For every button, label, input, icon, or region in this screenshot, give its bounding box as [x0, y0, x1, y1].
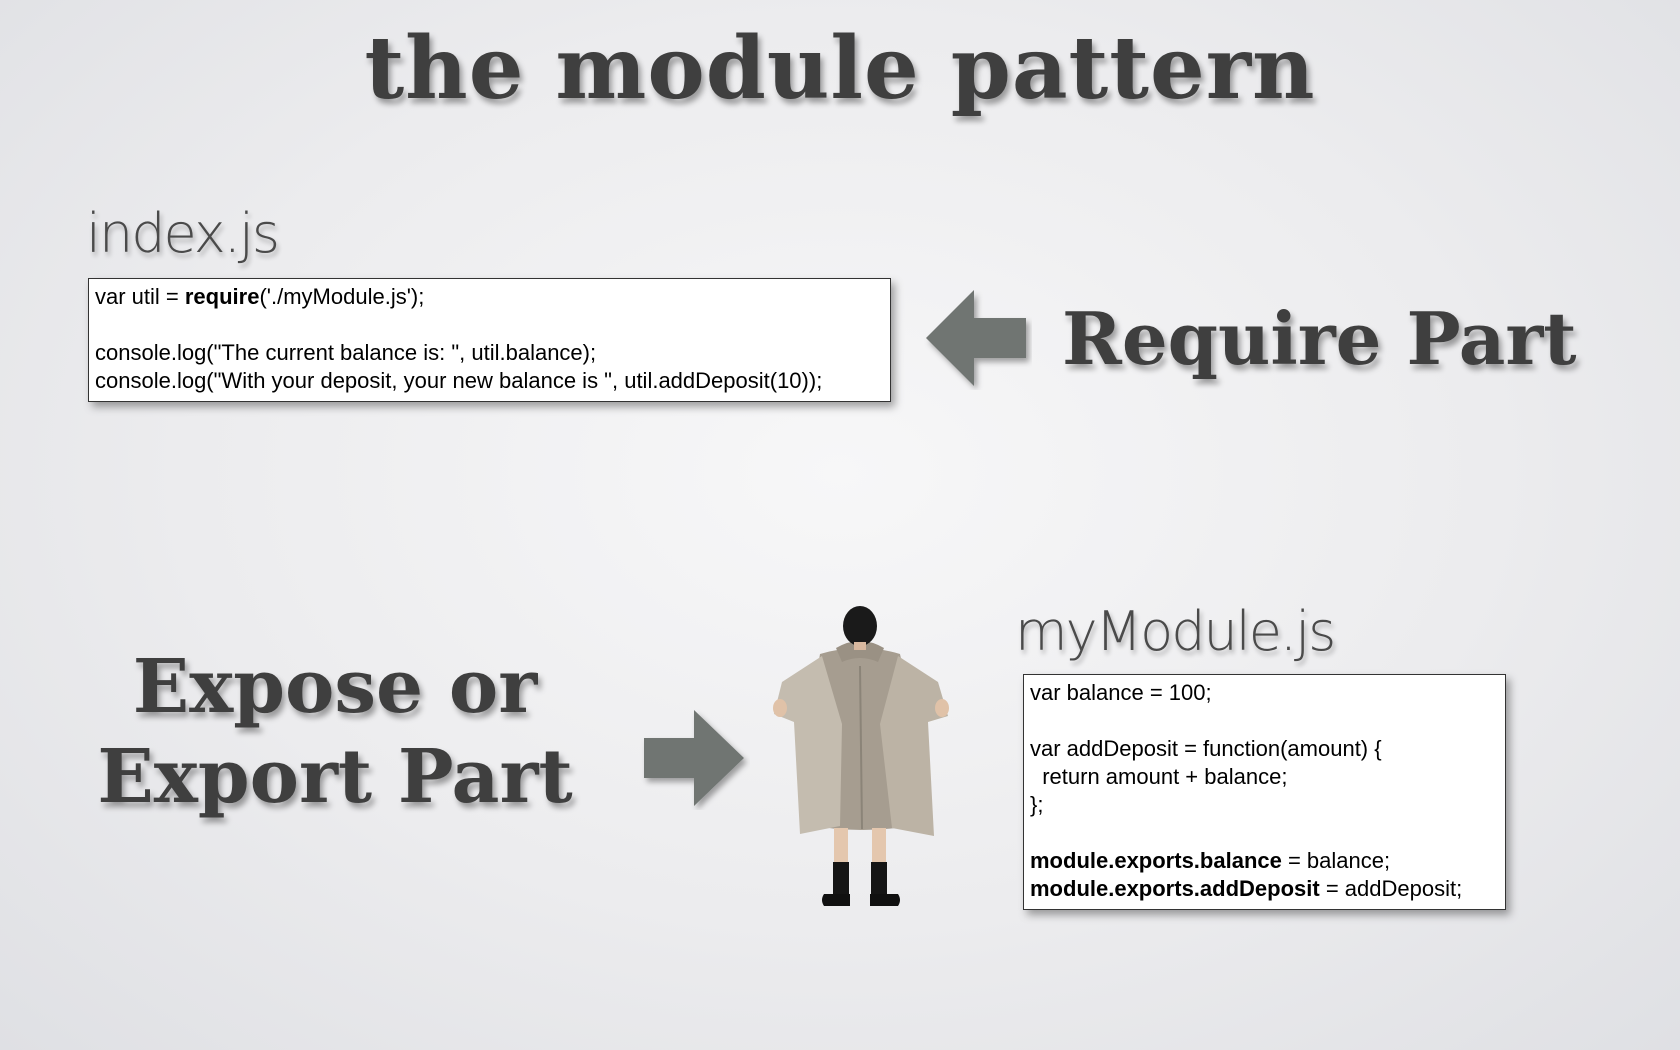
index-code-block: var util = require('./myModule.js'); con…: [88, 278, 891, 402]
code-text: ('./myModule.js');: [259, 284, 425, 309]
export-label-line: Export Part: [97, 734, 573, 820]
index-file-label: index.js: [86, 202, 280, 265]
code-line: module.exports.balance = balance;: [1030, 847, 1499, 875]
code-line: var balance = 100;: [1030, 680, 1212, 705]
code-blank-line: [95, 311, 884, 339]
code-keyword: module.exports.addDeposit: [1030, 876, 1320, 901]
code-blank-line: [1030, 819, 1499, 847]
code-line: var util = require('./myModule.js');: [95, 283, 884, 311]
code-line: console.log("With your deposit, your new…: [95, 368, 823, 393]
code-line: var addDeposit = function(amount) {: [1030, 736, 1382, 761]
export-label-line: Expose or: [132, 644, 538, 730]
slide-title: the module pattern: [364, 18, 1316, 119]
right-arrow-icon: [644, 710, 744, 806]
code-text: = balance;: [1281, 848, 1391, 873]
code-line: };: [1030, 792, 1044, 817]
code-blank-line: [1030, 707, 1499, 735]
code-text: = addDeposit;: [1319, 876, 1463, 901]
module-code-block: var balance = 100; var addDeposit = func…: [1023, 674, 1506, 910]
code-line: module.exports.addDeposit = addDeposit;: [1030, 875, 1499, 903]
code-text: var util =: [95, 284, 185, 309]
code-keyword: module.exports.balance: [1030, 848, 1282, 873]
export-part-label: Expose or Export Part: [80, 642, 590, 822]
man-in-trench-coat-illustration: [773, 606, 949, 906]
code-keyword: require: [184, 284, 260, 309]
code-line: console.log("The current balance is: ", …: [95, 340, 597, 365]
left-arrow-icon: [926, 290, 1026, 386]
require-part-label: Require Part: [1062, 296, 1577, 381]
module-file-label: myModule.js: [1015, 600, 1336, 663]
code-line: return amount + balance;: [1030, 764, 1288, 789]
